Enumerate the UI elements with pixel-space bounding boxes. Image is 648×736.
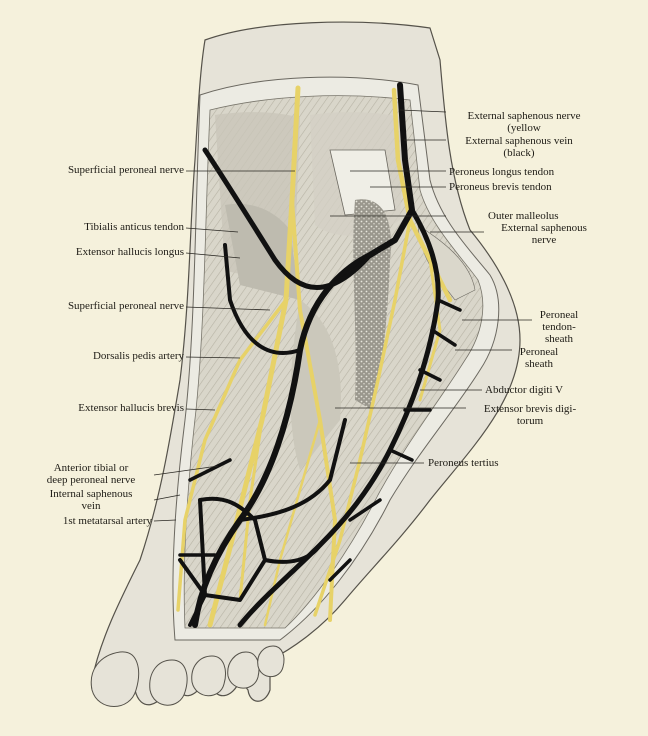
label-line: vein (81, 500, 101, 512)
label-superficial-peroneal-nerve-1: Superficial peroneal nerve (68, 164, 184, 176)
label-line: External saphenous (501, 222, 587, 234)
label-line: Superficial peroneal nerve (67, 164, 184, 176)
label-line: nerve (531, 234, 557, 246)
label-line: 1st metatarsal artery (62, 515, 152, 527)
toe-3 (191, 655, 226, 697)
label-line: External saphenous nerve (467, 110, 581, 122)
label-peroneus-longus-tendon: Peroneus longus tendon (449, 166, 554, 178)
label-peroneal-tendon-sheath: Peroneal tendon- sheath (528, 309, 590, 345)
toe-2 (149, 659, 188, 706)
label-line: Outer malleolus (488, 210, 559, 222)
label-line: Dorsalis pedis artery (92, 350, 184, 362)
veins (178, 82, 462, 628)
label-external-saphenous-nerve-2: External saphenous nerve (486, 222, 602, 246)
label-dorsalis-pedis-artery: Dorsalis pedis artery (93, 350, 184, 362)
label-line: Peroneal (539, 309, 579, 321)
label-line: Peroneal (519, 346, 559, 358)
label-external-saphenous-vein: External saphenous vein (black) (448, 135, 590, 159)
toe-1 (90, 651, 140, 707)
label-external-saphenous-nerve-1: External saphenous nerve (yellow (448, 110, 600, 134)
label-line: deep peroneal nerve (46, 474, 136, 486)
label-line: sheath (524, 358, 554, 370)
label-tibialis-anticus-tendon: Tibialis anticus tendon (84, 221, 184, 233)
label-internal-saphenous-vein: Internal saphenous vein (30, 488, 152, 512)
label-extensor-hallucis-longus: Extensor hallucis longus (76, 246, 184, 258)
leader-lines (153, 109, 532, 522)
label-peroneus-tertius: Peroneus tertius (428, 457, 499, 469)
label-peroneus-brevis-tendon: Peroneus brevis tendon (449, 181, 552, 193)
label-line: torum (516, 415, 544, 427)
label-outer-malleolus: Outer malleolus (488, 210, 559, 222)
label-line: sheath (544, 333, 574, 345)
label-anterior-tibial-nerve: Anterior tibial or deep peroneal nerve (30, 462, 152, 486)
label-abductor-digiti-v: Abductor digiti V (485, 384, 563, 396)
label-line: (black) (503, 147, 535, 159)
toe-5 (257, 645, 285, 678)
label-line: Anterior tibial or (53, 462, 129, 474)
label-line: Peroneus brevis tendon (449, 181, 552, 193)
label-line: External saphenous vein (465, 135, 573, 147)
label-extensor-hallucis-brevis: Extensor hallucis brevis (78, 402, 184, 414)
label-line: Extensor hallucis longus (75, 246, 184, 258)
label-peroneal-sheath: Peroneal sheath (510, 346, 568, 370)
label-line: Abductor digiti V (485, 384, 564, 396)
label-line: Tibialis anticus tendon (84, 221, 184, 233)
label-line: tendon- (542, 321, 576, 333)
label-line: Peroneus tertius (428, 457, 499, 469)
label-line: Peroneus longus tendon (449, 166, 555, 178)
label-line: Extensor hallucis brevis (78, 402, 184, 414)
label-first-metatarsal-artery: 1st metatarsal artery (63, 515, 152, 527)
label-extensor-brevis-digitorum: Extensor brevis digi- torum (468, 403, 592, 427)
label-line: (yellow (507, 122, 541, 134)
label-line: Internal saphenous (49, 488, 133, 500)
label-superficial-peroneal-nerve-2: Superficial peroneal nerve (68, 300, 184, 312)
toe-4 (227, 651, 260, 689)
label-line: Extensor brevis digi- (483, 403, 577, 415)
label-line: Superficial peroneal nerve (67, 300, 184, 312)
